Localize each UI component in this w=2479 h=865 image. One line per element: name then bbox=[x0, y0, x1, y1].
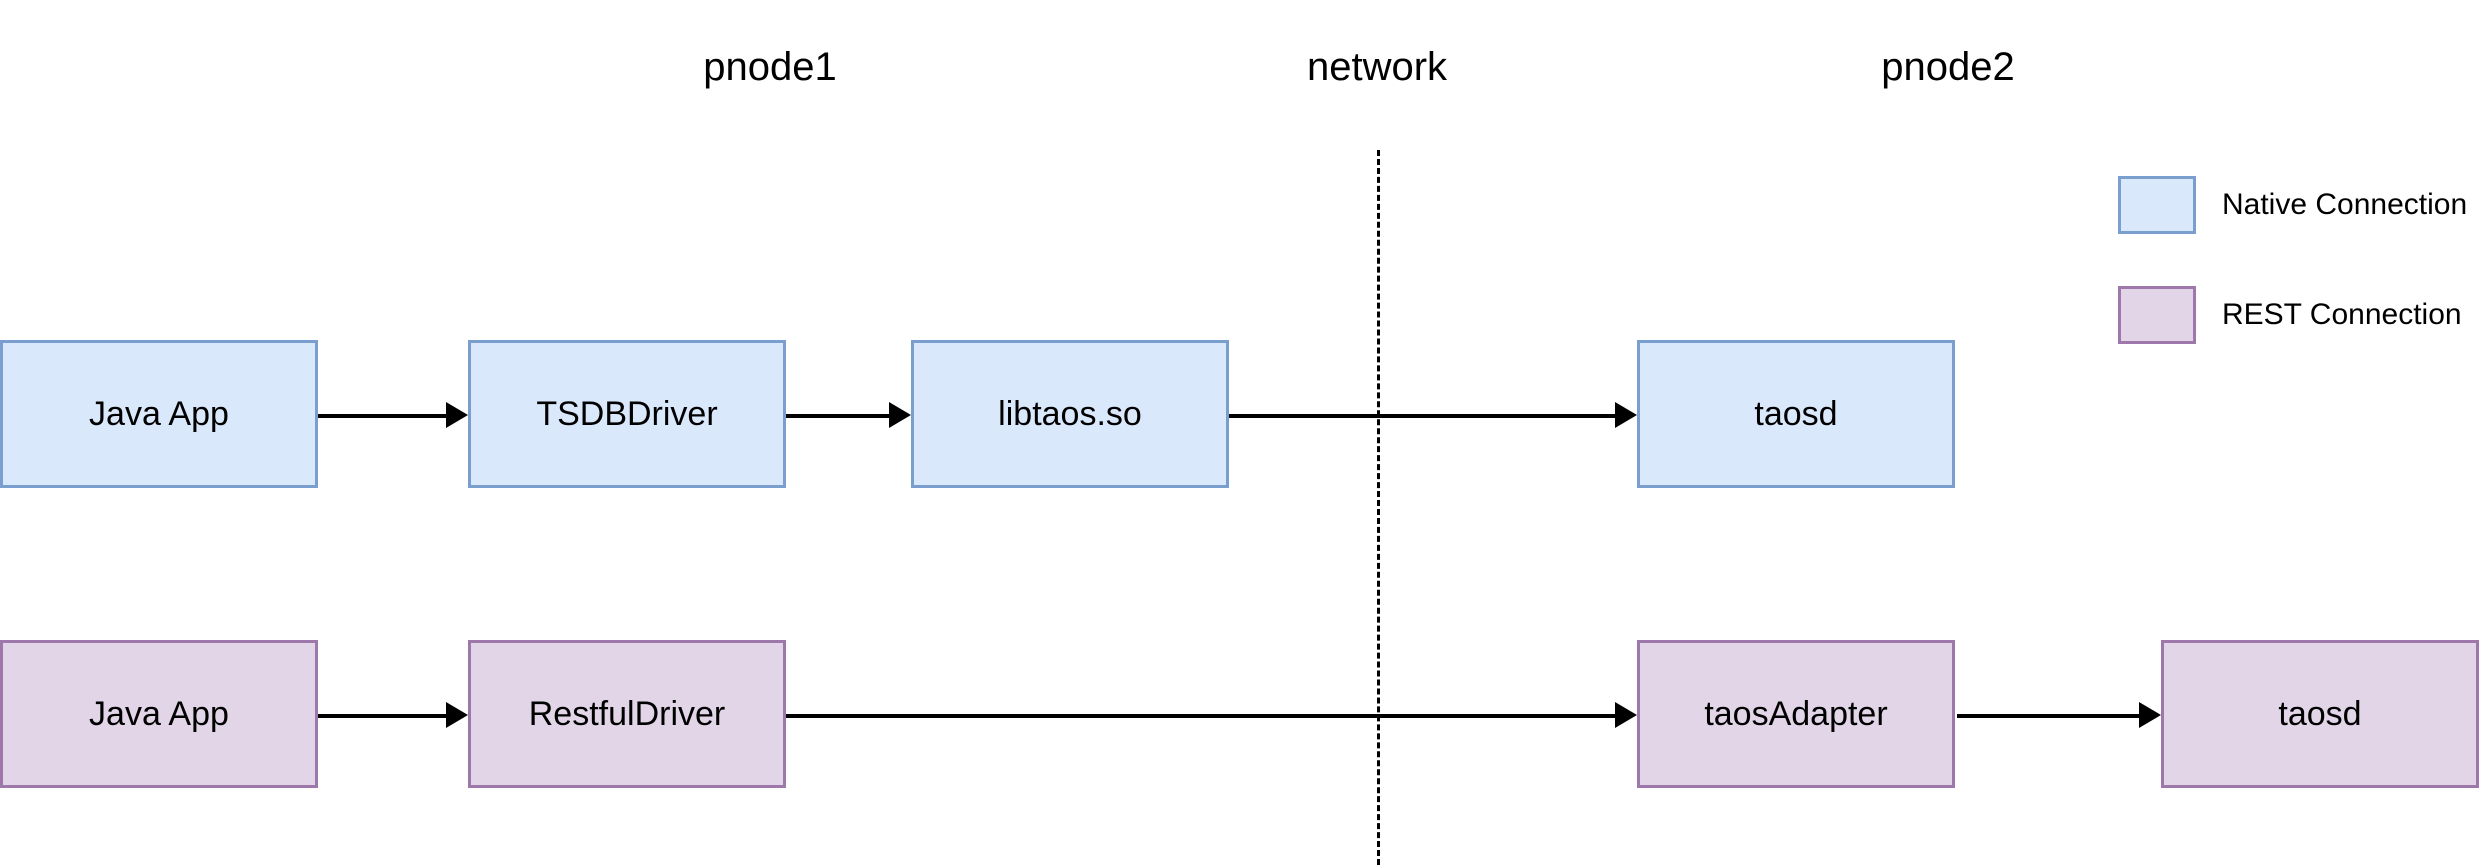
arrowhead-javaapp-to-restfuldriver bbox=[446, 702, 468, 728]
connector-javaapp-to-tsdbdriver bbox=[318, 414, 446, 418]
connector-restfuldriver-to-taosadapter bbox=[786, 714, 1615, 718]
node-label: TSDBDriver bbox=[536, 395, 718, 433]
connector-javaapp-to-restfuldriver bbox=[318, 714, 446, 718]
node-java-app-rest[interactable]: Java App bbox=[0, 640, 318, 788]
arrowhead-javaapp-to-tsdbdriver bbox=[446, 402, 468, 428]
node-libtaos-so[interactable]: libtaos.so bbox=[911, 340, 1229, 488]
legend-swatch-native bbox=[2118, 176, 2196, 234]
node-label: taosd bbox=[2278, 695, 2362, 733]
node-restfuldriver[interactable]: RestfulDriver bbox=[468, 640, 786, 788]
node-label: taosd bbox=[1754, 395, 1838, 433]
legend-item-native: Native Connection bbox=[2118, 176, 2467, 234]
legend-item-rest: REST Connection bbox=[2118, 286, 2462, 344]
arrowhead-tsdbdriver-to-libtaos bbox=[889, 402, 911, 428]
node-label: libtaos.so bbox=[998, 395, 1142, 433]
arrowhead-taosadapter-to-taosd bbox=[2139, 702, 2161, 728]
connector-libtaos-to-taosd bbox=[1229, 414, 1615, 418]
network-boundary-divider bbox=[1377, 150, 1380, 865]
node-tsdbdriver[interactable]: TSDBDriver bbox=[468, 340, 786, 488]
arrowhead-restfuldriver-to-taosadapter bbox=[1615, 702, 1637, 728]
node-taosadapter[interactable]: taosAdapter bbox=[1637, 640, 1955, 788]
column-header-pnode2: pnode2 bbox=[1881, 45, 2015, 89]
legend-swatch-rest bbox=[2118, 286, 2196, 344]
legend-label-native: Native Connection bbox=[2222, 188, 2468, 221]
column-header-pnode1: pnode1 bbox=[703, 45, 837, 89]
legend-label-rest: REST Connection bbox=[2222, 298, 2462, 331]
node-java-app-native[interactable]: Java App bbox=[0, 340, 318, 488]
node-label: Java App bbox=[89, 695, 229, 733]
node-taosd-native[interactable]: taosd bbox=[1637, 340, 1955, 488]
column-header-network: network bbox=[1306, 45, 1448, 89]
node-taosd-rest[interactable]: taosd bbox=[2161, 640, 2479, 788]
node-label: taosAdapter bbox=[1704, 695, 1888, 733]
node-label: Java App bbox=[89, 395, 229, 433]
connector-taosadapter-to-taosd bbox=[1957, 714, 2139, 718]
arrowhead-libtaos-to-taosd bbox=[1615, 402, 1637, 428]
connector-tsdbdriver-to-libtaos bbox=[786, 414, 889, 418]
node-label: RestfulDriver bbox=[528, 695, 726, 733]
